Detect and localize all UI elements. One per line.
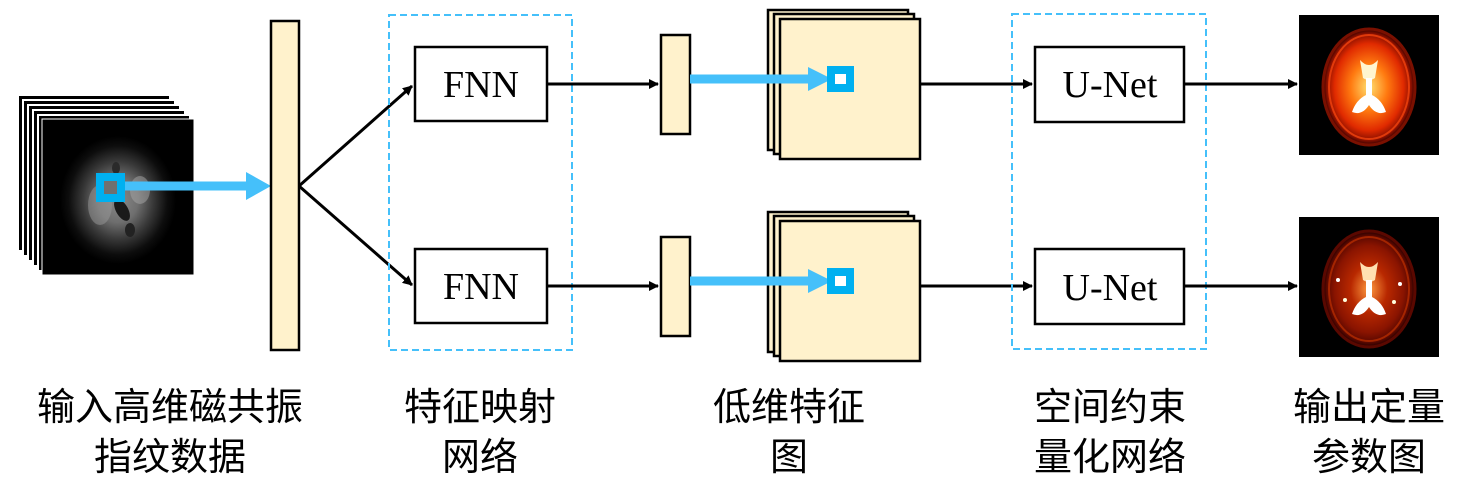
- target-pixel-box-bottom: [827, 268, 854, 294]
- unet-label-top: U-Net: [1063, 64, 1158, 106]
- fnn-label-top: FNN: [443, 64, 519, 106]
- low-dim-vector-top: [659, 33, 692, 136]
- caption-output-maps: 输出定量 参数图: [1269, 382, 1459, 482]
- fnn-box-top: FNN: [413, 45, 549, 123]
- caption-line: 图: [769, 435, 808, 479]
- fnn-box-bottom: FNN: [413, 247, 549, 325]
- target-pixel-box-top: [827, 66, 854, 92]
- low-dim-vector-bottom: [659, 235, 692, 338]
- caption-line: 输出定量: [1292, 385, 1445, 429]
- voxel-to-vector-arrow: [125, 172, 271, 200]
- caption-line: 空间约束: [1033, 385, 1186, 429]
- caption-spatial-constraint: 空间约束 量化网络: [1010, 382, 1210, 482]
- caption-line: 量化网络: [1033, 435, 1186, 479]
- caption-line: 特征映射: [403, 385, 556, 429]
- unet-box-top: U-Net: [1033, 45, 1186, 124]
- vector-to-pixel-arrow-top: [690, 67, 832, 91]
- fingerprint-vector: [269, 19, 301, 352]
- caption-feature-mapping: 特征映射 网络: [380, 382, 580, 482]
- caption-line: 输入高维磁共振: [36, 385, 303, 429]
- vector-to-pixel-arrow-bottom: [690, 269, 832, 293]
- caption-low-dim-feature: 低维特征 图: [689, 382, 889, 482]
- caption-line: 参数图: [1311, 435, 1426, 479]
- caption-input-data: 输入高维磁共振 指纹数据: [0, 382, 340, 482]
- caption-line: 指纹数据: [93, 435, 246, 479]
- fnn-label-bottom: FNN: [443, 266, 519, 308]
- unet-box-bottom: U-Net: [1033, 247, 1186, 326]
- branch-arrow-top: [298, 84, 413, 188]
- output-parameter-map-1: [1299, 15, 1439, 155]
- feature-mapping-group: [388, 14, 573, 351]
- feature-map-stack-bottom: [766, 210, 922, 363]
- caption-line: 网络: [441, 435, 518, 479]
- caption-line: 低维特征: [712, 385, 865, 429]
- output-parameter-map-2: [1299, 217, 1439, 357]
- selected-voxel-box: [96, 173, 125, 202]
- unet-label-bottom: U-Net: [1063, 267, 1158, 309]
- branch-arrow-bottom: [298, 184, 413, 287]
